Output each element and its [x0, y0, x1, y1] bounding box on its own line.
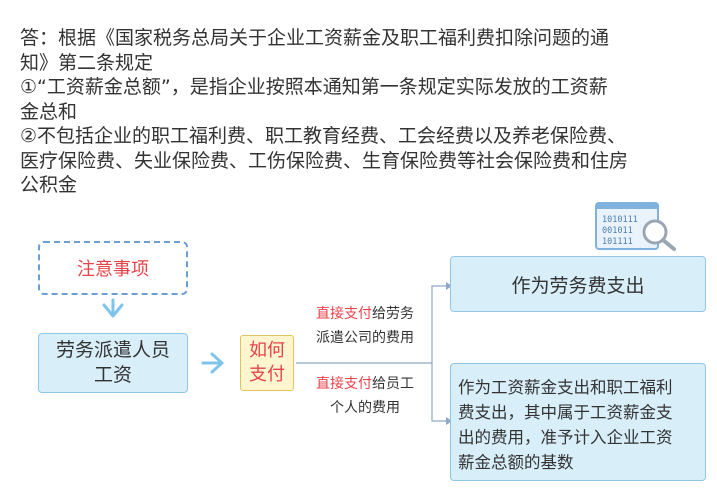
svg-text:101111: 101111	[602, 237, 633, 247]
answer-line: 医疗保险费、失业保险费、工伤保险费、生育保险费等社会保险费和住房	[20, 149, 629, 172]
how-label-line2: 支付	[249, 364, 285, 385]
arrowhead-bottom	[446, 417, 452, 425]
salary-line: 作为工资薪金支出和职工福利	[458, 378, 673, 397]
right-arrow-icon	[201, 352, 224, 374]
labor-label-line2: 工资	[93, 364, 132, 386]
answer-text: 答：根据《国家税务总局关于企业工资薪金及职工福利费扣除问题的通 知》第二条规定 …	[20, 26, 710, 198]
note-label: 注意事项	[77, 259, 149, 280]
branch-direct-pay: 直接支付	[316, 376, 372, 392]
service-fee-box: 作为劳务费支出	[450, 256, 706, 312]
branch-connector-top	[431, 285, 446, 363]
arrowhead-top	[446, 282, 452, 290]
how-label-line1: 如何	[249, 340, 285, 361]
answer-line: 金总和	[20, 100, 78, 123]
branch-line2: 个人的费用	[330, 400, 400, 416]
answer-line: ①“工资薪金总额”，是指企业按照本通知第一条规定实际发放的工资薪	[20, 76, 608, 98]
how-pay-box: 如何 支付	[240, 335, 294, 391]
branch-direct-pay: 直接支付	[316, 306, 372, 322]
binary-search-icon: 1010111 001011 101111	[595, 202, 676, 251]
branch-label-employee: 直接支付给员工 个人的费用	[300, 372, 430, 420]
svg-text:1010111: 1010111	[602, 215, 638, 225]
answer-line: 答：根据《国家税务总局关于企业工资薪金及职工福利费扣除问题的通	[20, 27, 610, 49]
answer-line: ②不包括企业的职工福利费、职工教育经费、工会经费以及养老保险费、	[20, 125, 627, 147]
salary-line: 费支出，其中属于工资薪金支	[458, 403, 673, 422]
service-fee-label: 作为劳务费支出	[511, 274, 645, 297]
answer-line: 公积金	[20, 174, 78, 196]
branch-target: 给劳务	[372, 306, 414, 322]
salary-line: 薪金总额的基数	[458, 453, 574, 472]
answer-line: 知》第二条规定	[20, 51, 154, 74]
note-box: 注意事项	[38, 241, 188, 295]
labor-label-line1: 劳务派遣人员	[55, 339, 170, 361]
branch-label-service: 直接支付给劳务 派遣公司的费用	[300, 302, 430, 350]
svg-text:001011: 001011	[602, 226, 633, 236]
branch-target: 给员工	[372, 376, 414, 392]
down-arrow-icon	[102, 298, 124, 318]
branch-connector-bottom	[431, 363, 446, 422]
labor-dispatch-box: 劳务派遣人员 工资	[38, 333, 188, 393]
branch-line2: 派遣公司的费用	[316, 330, 414, 346]
salary-line: 出的费用，准予计入企业工资	[458, 428, 673, 447]
salary-expense-box: 作为工资薪金支出和职工福利 费支出，其中属于工资薪金支 出的费用，准予计入企业工…	[450, 363, 706, 481]
